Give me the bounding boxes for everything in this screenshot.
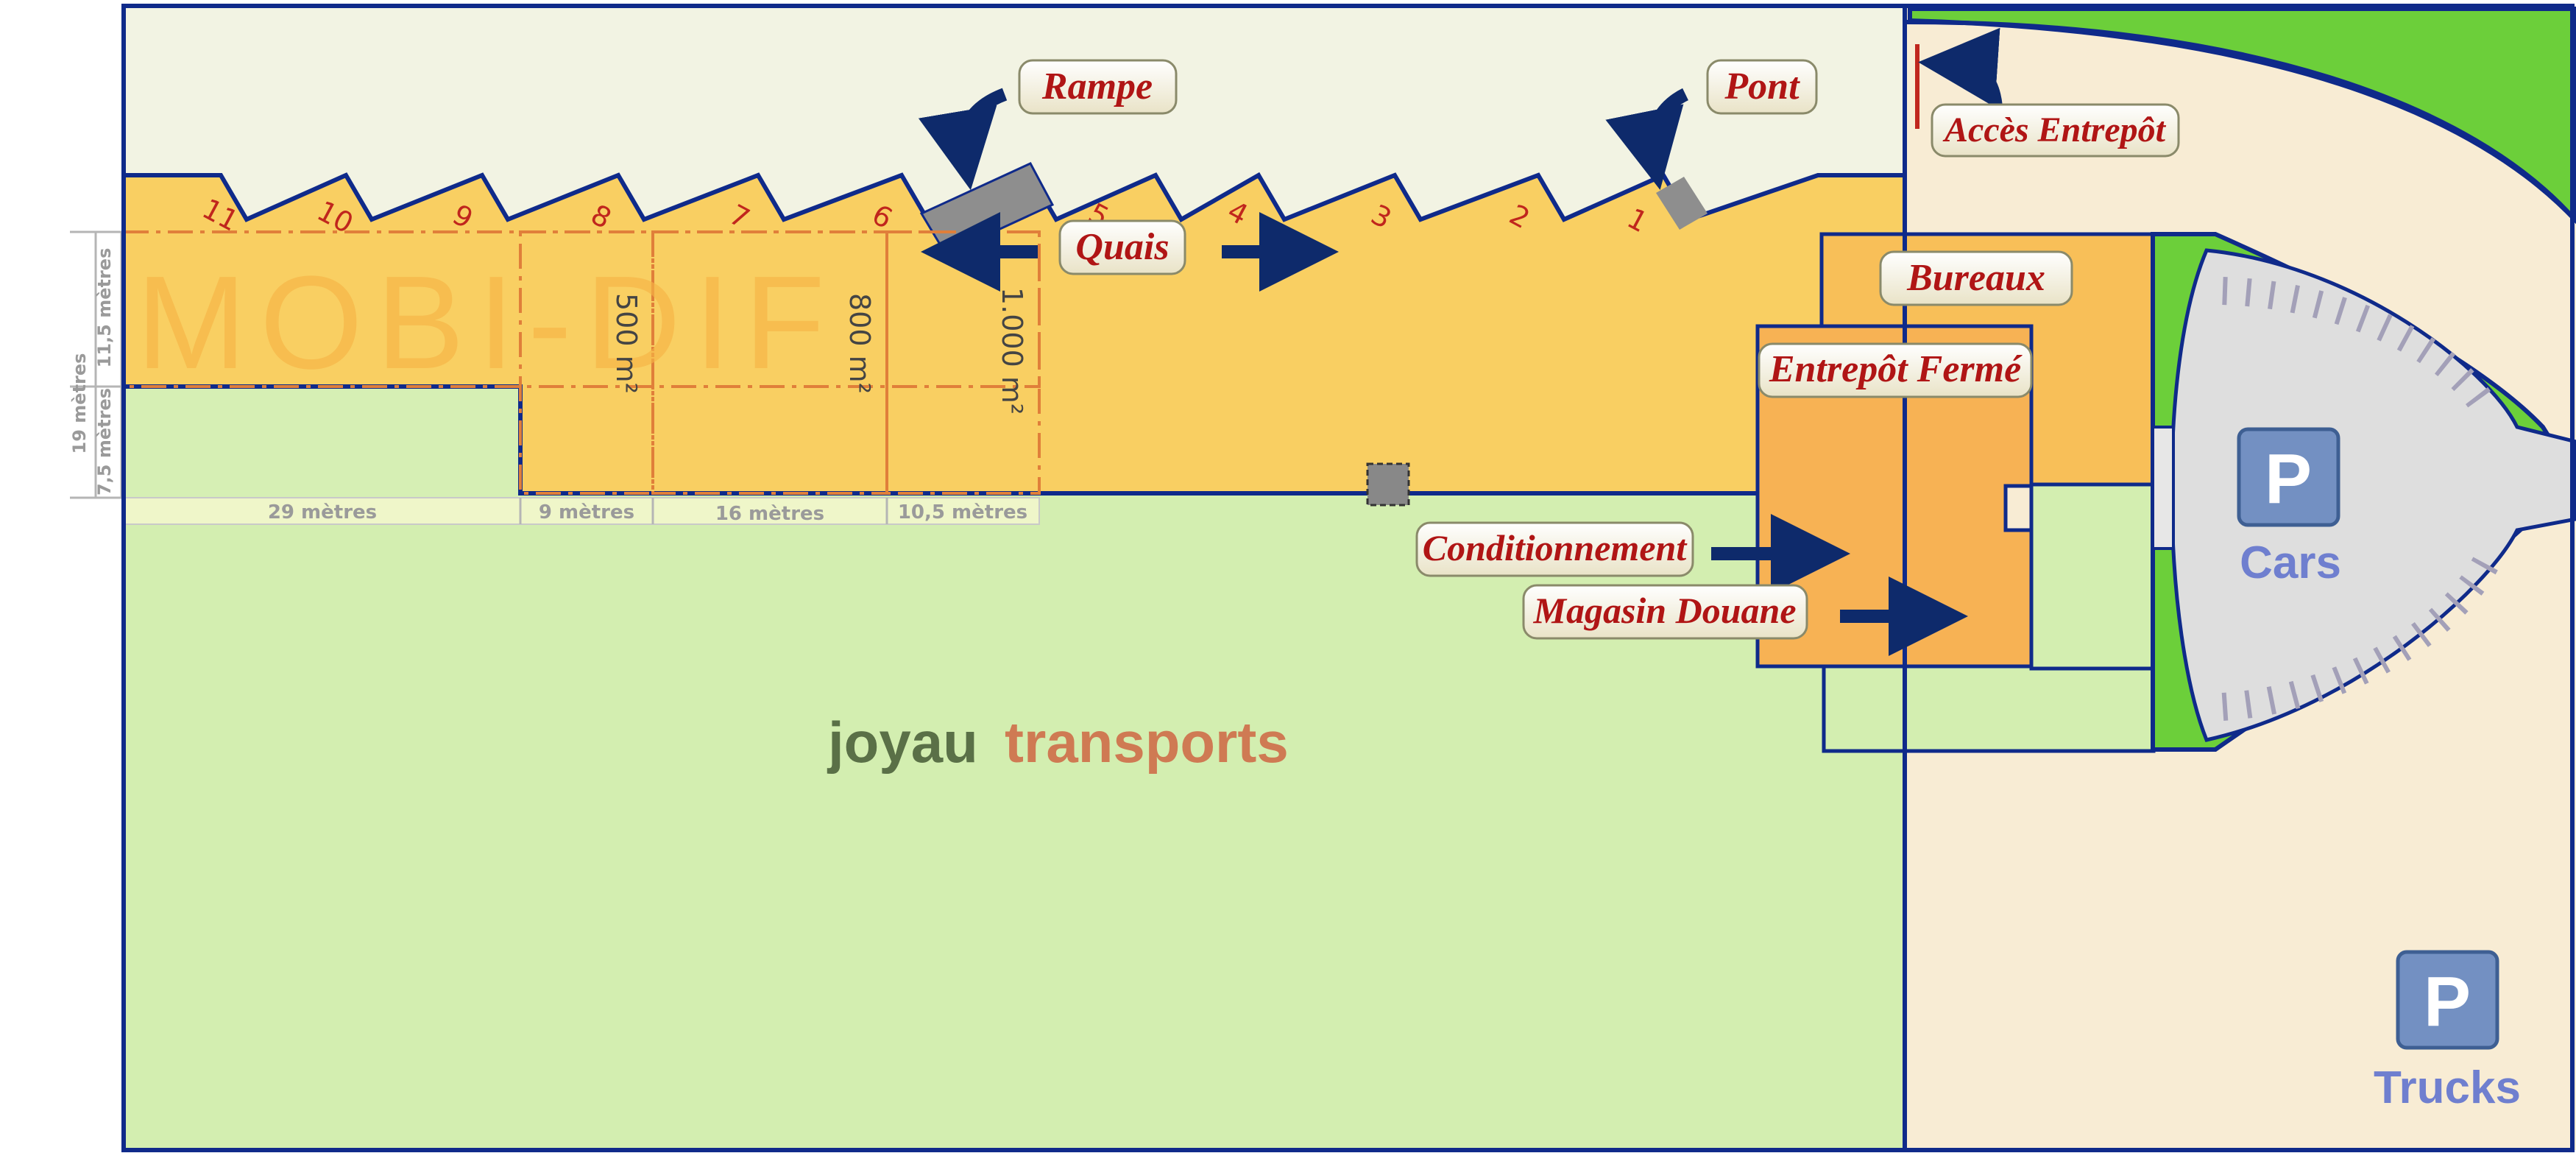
arrow-acces	[1918, 27, 2003, 108]
area-800: 800 m²	[843, 293, 876, 394]
annex-grass	[1822, 664, 2156, 753]
parking-sign-trucks-letter: P	[2424, 962, 2471, 1041]
label-conditionnement-text: Conditionnement	[1423, 527, 1688, 568]
parking-cars-label: Cars	[2240, 537, 2341, 588]
label-entrepot-ferme: Entrepôt Fermé	[1758, 342, 2033, 398]
label-magasin-douane: Magasin Douane	[1522, 584, 1808, 640]
dimension-height-top: 11,5 mètres	[94, 248, 115, 368]
area-outlines	[122, 230, 1041, 495]
dimension-width-16: 16 mètres	[715, 503, 824, 525]
label-conditionnement: Conditionnement	[1415, 521, 1694, 577]
annex-grass-side	[2029, 482, 2156, 671]
label-pont: Pont	[1706, 59, 1818, 115]
label-acces-entrepot-text: Accès Entrepôt	[1942, 110, 2167, 149]
area-500: 500 m²	[610, 293, 643, 394]
dimension-height-total: 19 mètres	[69, 353, 90, 454]
arrow-rampe	[918, 88, 1008, 191]
brand-transports: transports	[1005, 710, 1289, 775]
label-bureaux: Bureaux	[1879, 250, 2073, 306]
grass-left-strip	[124, 387, 521, 497]
parking-sign-cars	[2237, 427, 2340, 527]
parking-gate	[2151, 426, 2175, 550]
car-parking-spots	[2221, 277, 2500, 721]
brand-joyau: joyau	[827, 710, 978, 775]
parking-sign-cars-letter: P	[2265, 440, 2312, 518]
label-quais-text: Quais	[1075, 226, 1169, 268]
parking-sign-trucks	[2396, 950, 2499, 1050]
label-pont-text: Pont	[1724, 66, 1800, 107]
bridge-structure	[1656, 177, 1708, 230]
arrow-pont	[1605, 88, 1689, 190]
dimension-width-29: 29 mètres	[268, 501, 377, 523]
label-quais: Quais	[1058, 219, 1186, 275]
label-entrepot-ferme-text: Entrepôt Fermé	[1769, 348, 2023, 390]
area-1000: 1.000 m²	[996, 287, 1028, 415]
label-acces-entrepot: Accès Entrepôt	[1931, 103, 2180, 158]
label-rampe: Rampe	[1018, 59, 1178, 115]
label-magasin-douane-text: Magasin Douane	[1532, 590, 1796, 631]
watermark: MOBI-DIF	[136, 249, 838, 397]
warehouse-building	[121, 172, 1907, 496]
label-rampe-text: Rampe	[1041, 66, 1153, 107]
parking-trucks-label: Trucks	[2374, 1062, 2521, 1113]
pillar-marker	[1366, 462, 1410, 507]
plan-border	[121, 4, 2575, 1152]
label-bureaux-text: Bureaux	[1906, 257, 2045, 299]
width-dimensions: 29 mètres 9 mètres 16 mètres 10,5 mètres	[123, 497, 1040, 525]
dimension-width-10-5: 10,5 mètres	[898, 501, 1027, 523]
dimension-height-bottom: 7,5 mètres	[94, 388, 115, 496]
arrows	[918, 27, 2003, 656]
dimension-width-9: 9 mètres	[539, 501, 634, 523]
road-curve	[1906, 20, 2576, 222]
